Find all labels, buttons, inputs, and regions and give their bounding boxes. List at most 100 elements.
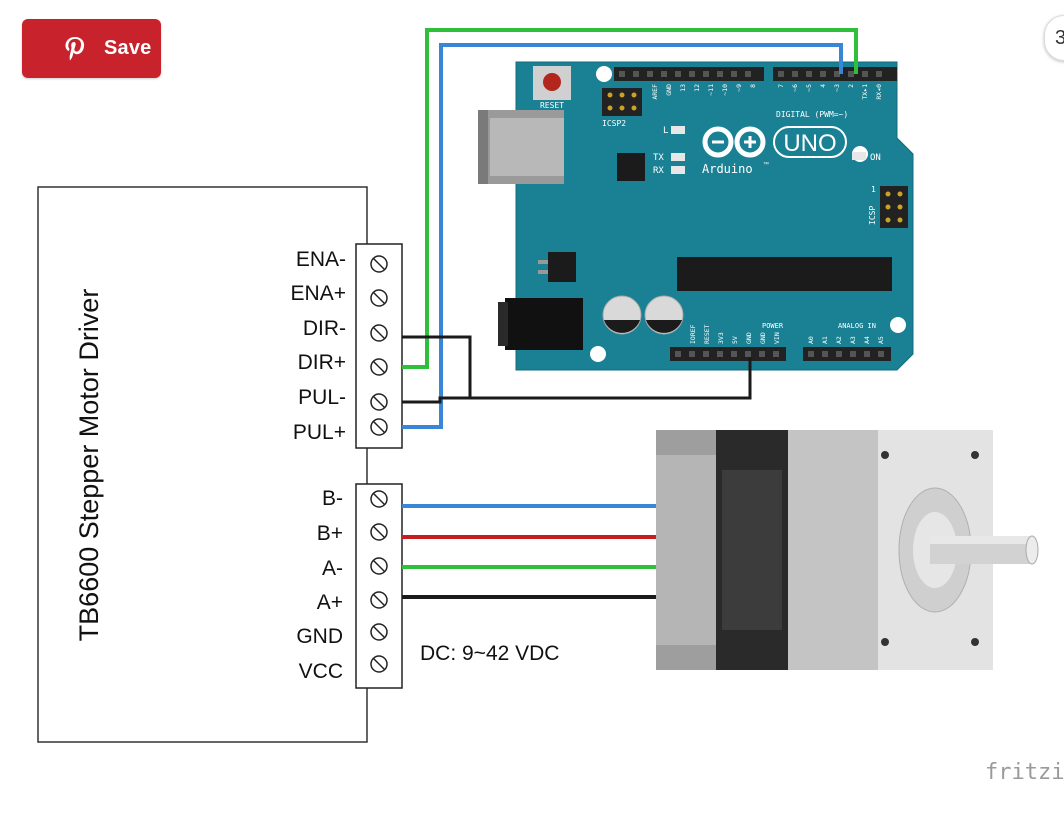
pin-label-9: ~9: [735, 84, 743, 92]
status-leds: L TX RX ON: [653, 126, 881, 176]
screw-icon: [370, 324, 388, 342]
terminal-label-dir-minus: DIR-: [303, 317, 346, 340]
stepper-motor: [656, 430, 1039, 670]
icsp2-label: ICSP2: [602, 119, 626, 128]
icsp-label: ICSP: [868, 206, 877, 225]
pin-label-gnd1: GND: [745, 332, 753, 344]
pin-label-a4: A4: [863, 336, 871, 344]
pin-label-a1: A1: [821, 336, 829, 344]
screw-icon: [370, 591, 388, 609]
icsp-pin1-label: 1: [871, 185, 876, 194]
brand-label: Arduino: [702, 162, 753, 176]
save-label: Save: [104, 37, 152, 59]
pin-label-4: 4: [819, 84, 827, 88]
driver-title: TB6600 Stepper Motor Driver: [74, 289, 104, 642]
power-analog-header: POWER ANALOG IN IOREF RESET 3V3 5V GND G…: [670, 322, 891, 361]
digital-label: DIGITAL (PWM=~): [776, 110, 848, 119]
control-terminal-block: ENA- ENA+ DIR- DIR+ PUL- PUL+: [291, 243, 403, 449]
led-rx-label: RX: [653, 166, 664, 176]
capacitor: [602, 295, 642, 335]
pin-label-ioref: IOREF: [689, 324, 697, 344]
terminal-label-pul-minus: PUL-: [298, 386, 346, 409]
terminal-label-pul-plus: PUL+: [293, 421, 346, 444]
pin-label-13: 13: [679, 84, 687, 92]
led-on-label: ON: [870, 153, 881, 163]
digital-header: AREF GND 13 12 ~11 ~10 ~9 8 7 ~6 ~5 4 ~3…: [614, 67, 897, 119]
pinterest-save-button[interactable]: Save: [22, 19, 161, 78]
terminal-label-ena-plus: ENA+: [291, 282, 346, 305]
pin-label-aref: AREF: [651, 84, 659, 100]
dc-power-jack: [498, 298, 583, 350]
pin-label-5: ~5: [805, 84, 813, 92]
terminal-label-ena-minus: ENA-: [296, 248, 346, 271]
terminal-label-b-plus: B+: [317, 522, 343, 545]
pin-label-reset: RESET: [703, 324, 711, 344]
wire-black-pul-gnd: [402, 396, 470, 404]
pin-label-10: ~10: [721, 84, 729, 96]
led-l-label: L: [663, 126, 668, 136]
trademark-label: ™: [763, 161, 769, 168]
led-tx-label: TX: [653, 153, 664, 163]
terminal-label-gnd: GND: [296, 625, 343, 648]
screw-icon: [370, 655, 388, 673]
terminal-label-b-minus: B-: [322, 487, 343, 510]
terminal-label-a-minus: A-: [322, 557, 343, 580]
arduino-logo: UNO Arduino ™: [702, 126, 847, 176]
power-terminal-block: B- B+ A- A+ GND VCC: [296, 483, 403, 689]
corner-glyph: 3: [1055, 26, 1064, 49]
usb-chip: [617, 153, 645, 181]
pin-label-6: ~6: [791, 84, 799, 92]
uno-label: UNO: [783, 130, 836, 157]
pinterest-icon: [62, 36, 88, 62]
icsp-header: 1 ICSP: [868, 185, 908, 228]
pin-label-a3: A3: [849, 336, 857, 344]
screw-icon: [370, 358, 388, 376]
pin-label-vin: VIN: [773, 332, 781, 344]
terminal-label-a-plus: A+: [317, 591, 343, 614]
analog-label: ANALOG IN: [838, 322, 876, 330]
fritzing-watermark: fritzing: [985, 760, 1064, 785]
screw-icon: [370, 255, 388, 273]
usb-port: [478, 110, 564, 184]
pin-label-5v: 5V: [731, 336, 739, 344]
power-note: DC: 9~42 VDC: [420, 642, 559, 665]
wires: [402, 28, 858, 599]
terminal-label-vcc: VCC: [299, 660, 343, 683]
screw-icon: [370, 490, 388, 508]
pin-label-12: 12: [693, 84, 701, 92]
screw-icon: [370, 418, 388, 436]
icsp2-header: ICSP2: [602, 88, 642, 128]
pin-label-a5: A5: [877, 336, 885, 344]
atmega-chip: [677, 257, 892, 291]
screw-icon: [370, 523, 388, 541]
pin-label-a2: A2: [835, 336, 843, 344]
pin-label-1: TX▸1: [861, 84, 869, 100]
capacitor: [644, 295, 684, 335]
reset-button: RESET: [533, 66, 571, 110]
reset-label: RESET: [540, 101, 564, 110]
pin-label-gnd2: GND: [759, 332, 767, 344]
mounting-hole: [890, 317, 906, 333]
mounting-hole: [596, 66, 612, 82]
screw-icon: [370, 623, 388, 641]
wire-green-dir: [402, 28, 858, 369]
tb6600-driver: TB6600 Stepper Motor Driver ENA- ENA+ DI…: [37, 186, 559, 743]
pin-label-8: 8: [749, 84, 757, 88]
wire-blue-pul: [402, 43, 843, 429]
arduino-uno-board: RESET ICSP2 L TX RX ON: [478, 61, 914, 371]
pin-label-a0: A0: [807, 336, 815, 344]
screw-icon: [370, 289, 388, 307]
voltage-regulator: [538, 252, 576, 282]
screw-icon: [370, 557, 388, 575]
pin-label-3v3: 3V3: [717, 332, 725, 344]
power-label: POWER: [762, 322, 784, 330]
pin-label-2: 2: [847, 84, 855, 88]
pin-label-3: ~3: [833, 84, 841, 92]
pin-label-11: ~11: [707, 84, 715, 96]
pin-label-gnd: GND: [665, 84, 673, 96]
terminal-label-dir-plus: DIR+: [298, 351, 346, 374]
pin-label-0: RX◂0: [875, 84, 883, 100]
screw-icon: [370, 393, 388, 411]
